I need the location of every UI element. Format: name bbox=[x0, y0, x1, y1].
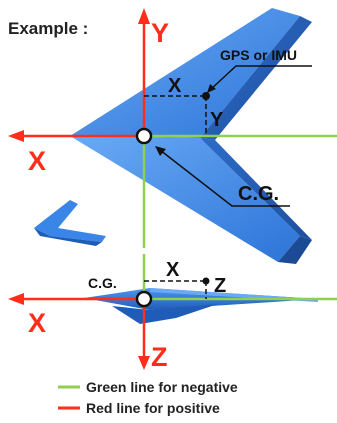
legend-green-text: Green line for negative bbox=[86, 379, 238, 395]
aircraft-side-view bbox=[84, 288, 318, 324]
top-offset-x-label: X bbox=[168, 75, 182, 97]
cg-point-side bbox=[135, 290, 153, 308]
side-offset-x-label: X bbox=[166, 259, 180, 281]
cg-point-top bbox=[135, 127, 153, 145]
cg-label-side: C.G. bbox=[88, 275, 117, 291]
top-x-arrowhead bbox=[8, 130, 24, 142]
legend: Green line for negative Red line for pos… bbox=[58, 379, 238, 416]
diagram-title: Example : bbox=[8, 19, 88, 38]
aircraft-top-view bbox=[70, 8, 312, 264]
top-view: Y X X Y GPS or IMU C.G. bbox=[8, 8, 337, 264]
side-offset-z-label: Z bbox=[214, 275, 226, 297]
sensor-leader-line bbox=[209, 65, 312, 91]
side-x-arrowhead bbox=[8, 293, 24, 305]
sensor-point bbox=[202, 92, 210, 100]
cg-label-top: C.G. bbox=[238, 183, 279, 205]
side-view: X Z X Z C.G. bbox=[8, 254, 337, 372]
legend-red-text: Red line for positive bbox=[86, 400, 220, 416]
side-z-arrowhead bbox=[138, 356, 150, 370]
small-aircraft-icon bbox=[34, 200, 106, 246]
cg-leader-arrowhead-top bbox=[155, 146, 166, 156]
side-z-axis-label: Z bbox=[151, 342, 168, 372]
cg-leader-line-top bbox=[159, 149, 290, 207]
side-sensor-point bbox=[202, 277, 210, 285]
top-offset-y-label: Y bbox=[210, 109, 224, 131]
sensor-label: GPS or IMU bbox=[220, 47, 297, 63]
side-x-axis-label: X bbox=[28, 308, 46, 338]
top-x-axis-label: X bbox=[28, 146, 46, 176]
sensor-leader-arrowhead bbox=[207, 84, 216, 93]
top-y-axis-label: Y bbox=[151, 18, 169, 48]
top-y-arrowhead bbox=[138, 8, 150, 24]
